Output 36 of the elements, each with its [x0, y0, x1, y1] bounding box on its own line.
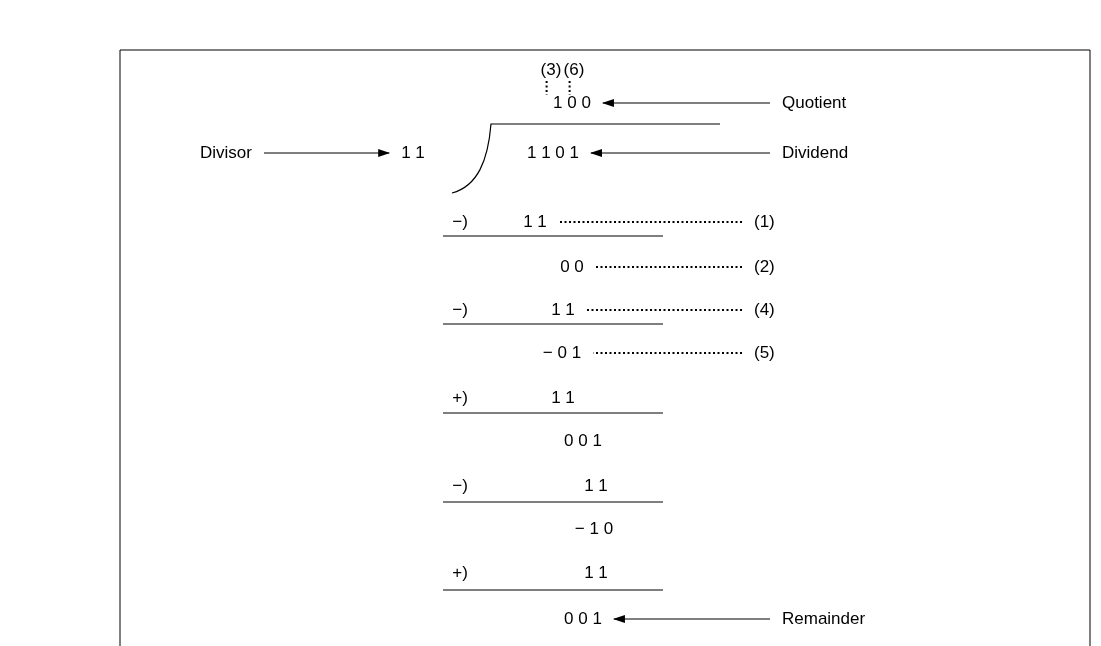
operation-sign: +) — [452, 388, 468, 408]
remainder-digits: 0 0 1 — [564, 609, 602, 629]
operation-sign: −) — [452, 476, 468, 496]
digits: − 0 1 — [542, 343, 582, 363]
digits: − 1 0 — [574, 519, 614, 539]
operation-sign: −) — [452, 212, 468, 232]
digits: 0 0 1 — [564, 431, 602, 451]
digits: 1 1 — [551, 388, 575, 408]
term-label: Remainder — [782, 609, 866, 629]
digits: 1 1 — [551, 300, 575, 320]
digits: 1 1 — [584, 476, 608, 496]
term-label: Quotient — [782, 93, 847, 113]
step-number: (1) — [754, 212, 775, 232]
leader-line — [557, 221, 743, 223]
quotient-digits: 1 0 0 — [553, 93, 591, 113]
digits: 1 1 — [523, 212, 547, 232]
leader-line — [594, 266, 743, 268]
digits: 1 1 — [584, 563, 608, 583]
operation-sign: −) — [452, 300, 468, 320]
term-label: Dividend — [782, 143, 849, 163]
digits: 0 0 — [560, 257, 584, 277]
arrow — [263, 149, 391, 157]
leader-line — [585, 309, 743, 311]
leader-line — [592, 352, 743, 354]
dividend-digits: 1 1 0 1 — [527, 143, 579, 163]
arrow — [601, 99, 771, 107]
divisor-digits: 1 1 — [401, 143, 425, 163]
operation-sign: +) — [452, 563, 468, 583]
step-number: (6) — [563, 60, 585, 80]
term-label: Divisor — [200, 143, 252, 163]
step-number: (4) — [754, 300, 775, 320]
step-number: (3) — [540, 60, 562, 80]
step-number: (5) — [754, 343, 775, 363]
arrow — [612, 615, 771, 623]
step-number: (2) — [754, 257, 775, 277]
arrow — [590, 149, 771, 157]
